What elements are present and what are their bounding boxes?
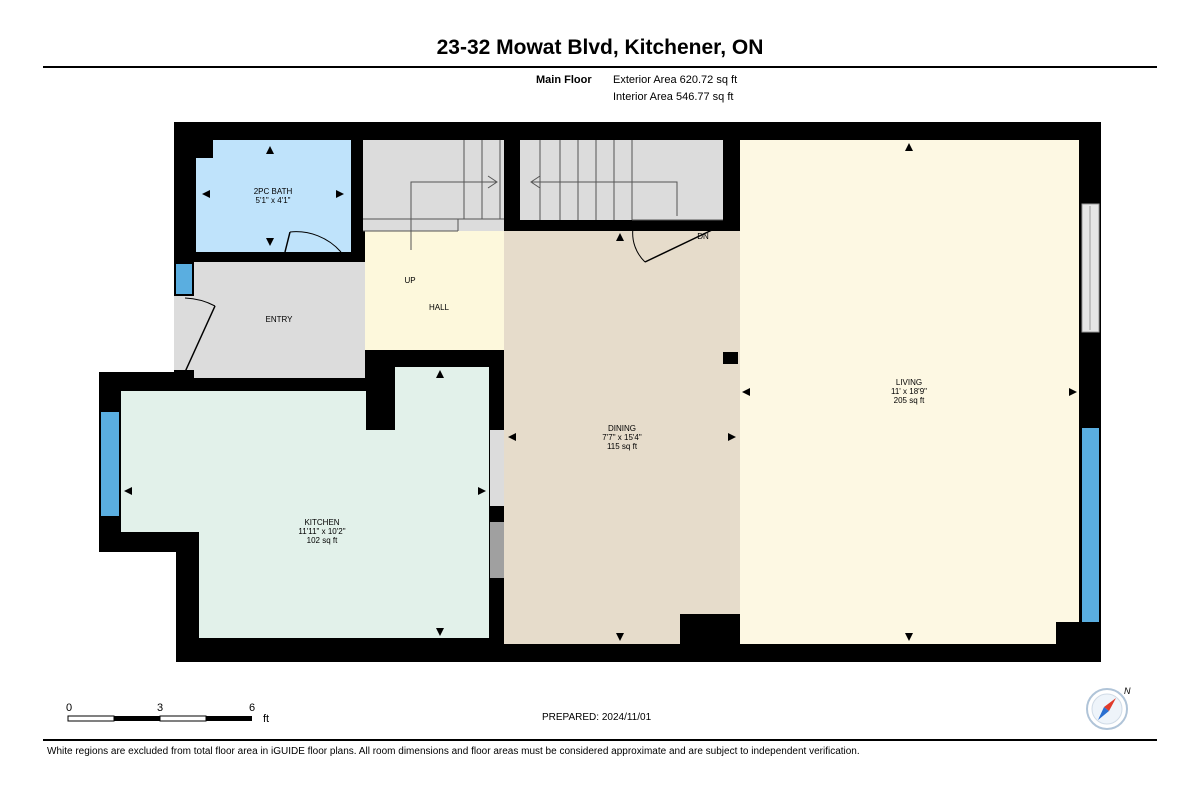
north-compass-icon: N [1086,686,1131,730]
room-dims-dining: 7'7" x 15'4" [602,433,642,442]
svg-text:N: N [1124,686,1131,696]
kitchen-pass-through [490,430,504,506]
footer-disclaimer: White regions are excluded from total fl… [47,746,860,757]
room-dining-fill [504,231,740,644]
room-label-hall: HALL [429,303,450,312]
room-label-living: LIVING [896,378,922,387]
entry-door-opening [174,296,194,370]
stairs-down-label: DN [697,232,709,241]
dimension-arrows [124,143,1077,641]
interior-area: Interior Area 546.77 sq ft [613,91,734,103]
room-hall-fill [365,231,504,350]
window-entry [176,264,192,294]
room-label-dining: DINING [608,424,636,433]
floor-label: Main Floor [536,74,592,86]
footer-rule [43,739,1157,741]
room-kitchen-fill [121,367,489,638]
window-kitchen [101,412,119,516]
stairs-up [363,140,504,250]
room-dims-living: 11' x 18'9" [891,387,927,396]
scale-tick-3: 3 [157,702,164,714]
dining-wall-notch [680,614,740,662]
exterior-area: Exterior Area 620.72 sq ft [613,74,738,86]
room-label-entry: ENTRY [266,315,294,324]
window-living [1082,428,1099,622]
room-living-fill [740,140,1079,644]
room-entry-fill [194,262,365,378]
room-dims-kitchen: 11'11" x 10'2" [298,527,345,536]
scale-bar [67,715,252,722]
door-swings [184,227,713,373]
room-stairs-up-fill [363,140,504,231]
plan-title: 23-32 Mowat Blvd, Kitchener, ON [436,36,764,59]
stairs-up-label: UP [404,276,415,285]
dining-column [723,352,738,364]
prepared-date: PREPARED: 2024/11/01 [542,712,652,723]
room-label-kitchen: KITCHEN [304,518,339,527]
scale-tick-0: 0 [66,702,73,714]
scale-unit: ft [263,713,270,725]
room-area-kitchen: 102 sq ft [307,536,338,545]
room-stairs-down-fill [520,140,723,220]
room-area-dining: 115 sq ft [607,442,638,451]
header-rule [43,66,1157,68]
room-bath-fill [196,140,351,252]
stairs-down [530,140,723,221]
room-dims-bath: 5'1" x 4'1" [256,196,291,205]
kitchen-cabinet [490,522,504,578]
room-area-living: 205 sq ft [894,396,925,405]
scale-tick-6: 6 [249,702,256,714]
room-label-bath: 2PC BATH [254,187,293,196]
living-wall-notch [1056,622,1101,662]
